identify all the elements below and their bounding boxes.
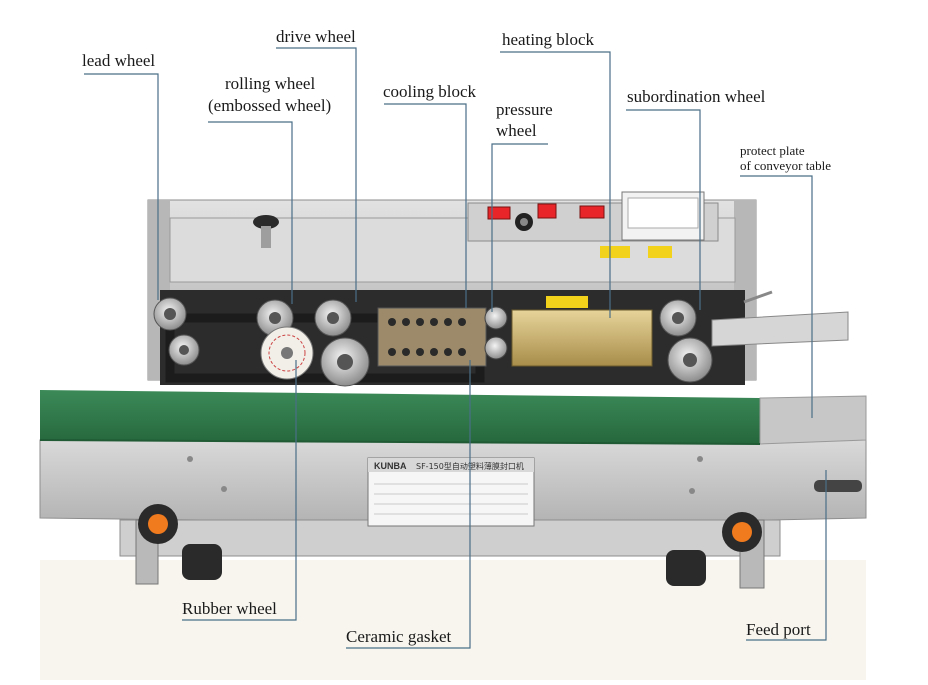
label-rolling-wheel-line1: rolling wheel [225, 74, 316, 93]
heating-block-part [511, 309, 653, 367]
drive-wheel-part [314, 299, 352, 337]
leader-ceramic-gasket [346, 360, 471, 649]
label-cooling-block: cooling block [383, 82, 477, 101]
red-button[interactable] [487, 206, 511, 220]
leader-feed-port [746, 470, 827, 641]
warning-sticker-3 [546, 296, 588, 308]
leader-heating-block [500, 51, 611, 318]
lower-lead-wheel-part [168, 334, 200, 366]
label-rubber-wheel: Rubber wheel [182, 599, 277, 618]
label-rolling-wheel-line2: (embossed wheel) [208, 96, 332, 115]
label-protect-plate-line1: protect plate [740, 143, 805, 158]
label-pressure-wheel-line2: wheel [496, 121, 537, 140]
adjust-knob[interactable] [253, 215, 279, 248]
left-orange-knob[interactable] [138, 504, 178, 544]
drive-belt [165, 313, 485, 383]
heat-switch[interactable] [579, 205, 605, 219]
label-drive-wheel: drive wheel [276, 27, 356, 46]
label-pressure-wheel-line1: pressure [496, 100, 553, 119]
leader-cooling-block [384, 103, 467, 308]
leader-rubber-wheel [182, 360, 297, 621]
floor-shadow [40, 560, 866, 680]
cooling-block-part [377, 307, 487, 367]
label-ceramic-gasket: Ceramic gasket [346, 627, 452, 646]
rubber-wheel-part [260, 326, 314, 380]
power-switch[interactable] [537, 203, 557, 219]
leader-lines [84, 47, 827, 649]
leader-pressure-wheel [491, 143, 548, 312]
pressure-wheel-part [484, 306, 508, 360]
leader-protect-plate [740, 175, 813, 418]
label-subordination-wheel: subordination wheel [627, 87, 766, 106]
leader-subordination-wheel [626, 109, 701, 310]
conveyor-belt [40, 390, 760, 444]
control-panel [467, 191, 719, 308]
nameplate: KUNBA SF-150型自动塑料薄膜封口机 [367, 457, 535, 527]
label-feed-port: Feed port [746, 620, 811, 639]
feed-slot [814, 480, 862, 492]
right-orange-knob[interactable] [722, 512, 762, 552]
large-gear-wheel-part [320, 337, 370, 387]
warning-sticker [600, 246, 630, 258]
leader-lead-wheel [84, 73, 159, 300]
label-lead-wheel: lead wheel [82, 51, 156, 70]
protect-plate-part [711, 290, 849, 347]
nameplate-brand: KUNBA [374, 461, 407, 471]
leader-rolling-wheel [208, 121, 293, 304]
lead-wheel-part [153, 297, 187, 331]
warning-sticker-2 [648, 246, 672, 258]
subordination-wheel-part [659, 299, 713, 383]
label-protect-plate-line2: of conveyor table [740, 158, 831, 173]
leader-drive-wheel [276, 47, 357, 302]
label-heating-block: heating block [502, 30, 595, 49]
